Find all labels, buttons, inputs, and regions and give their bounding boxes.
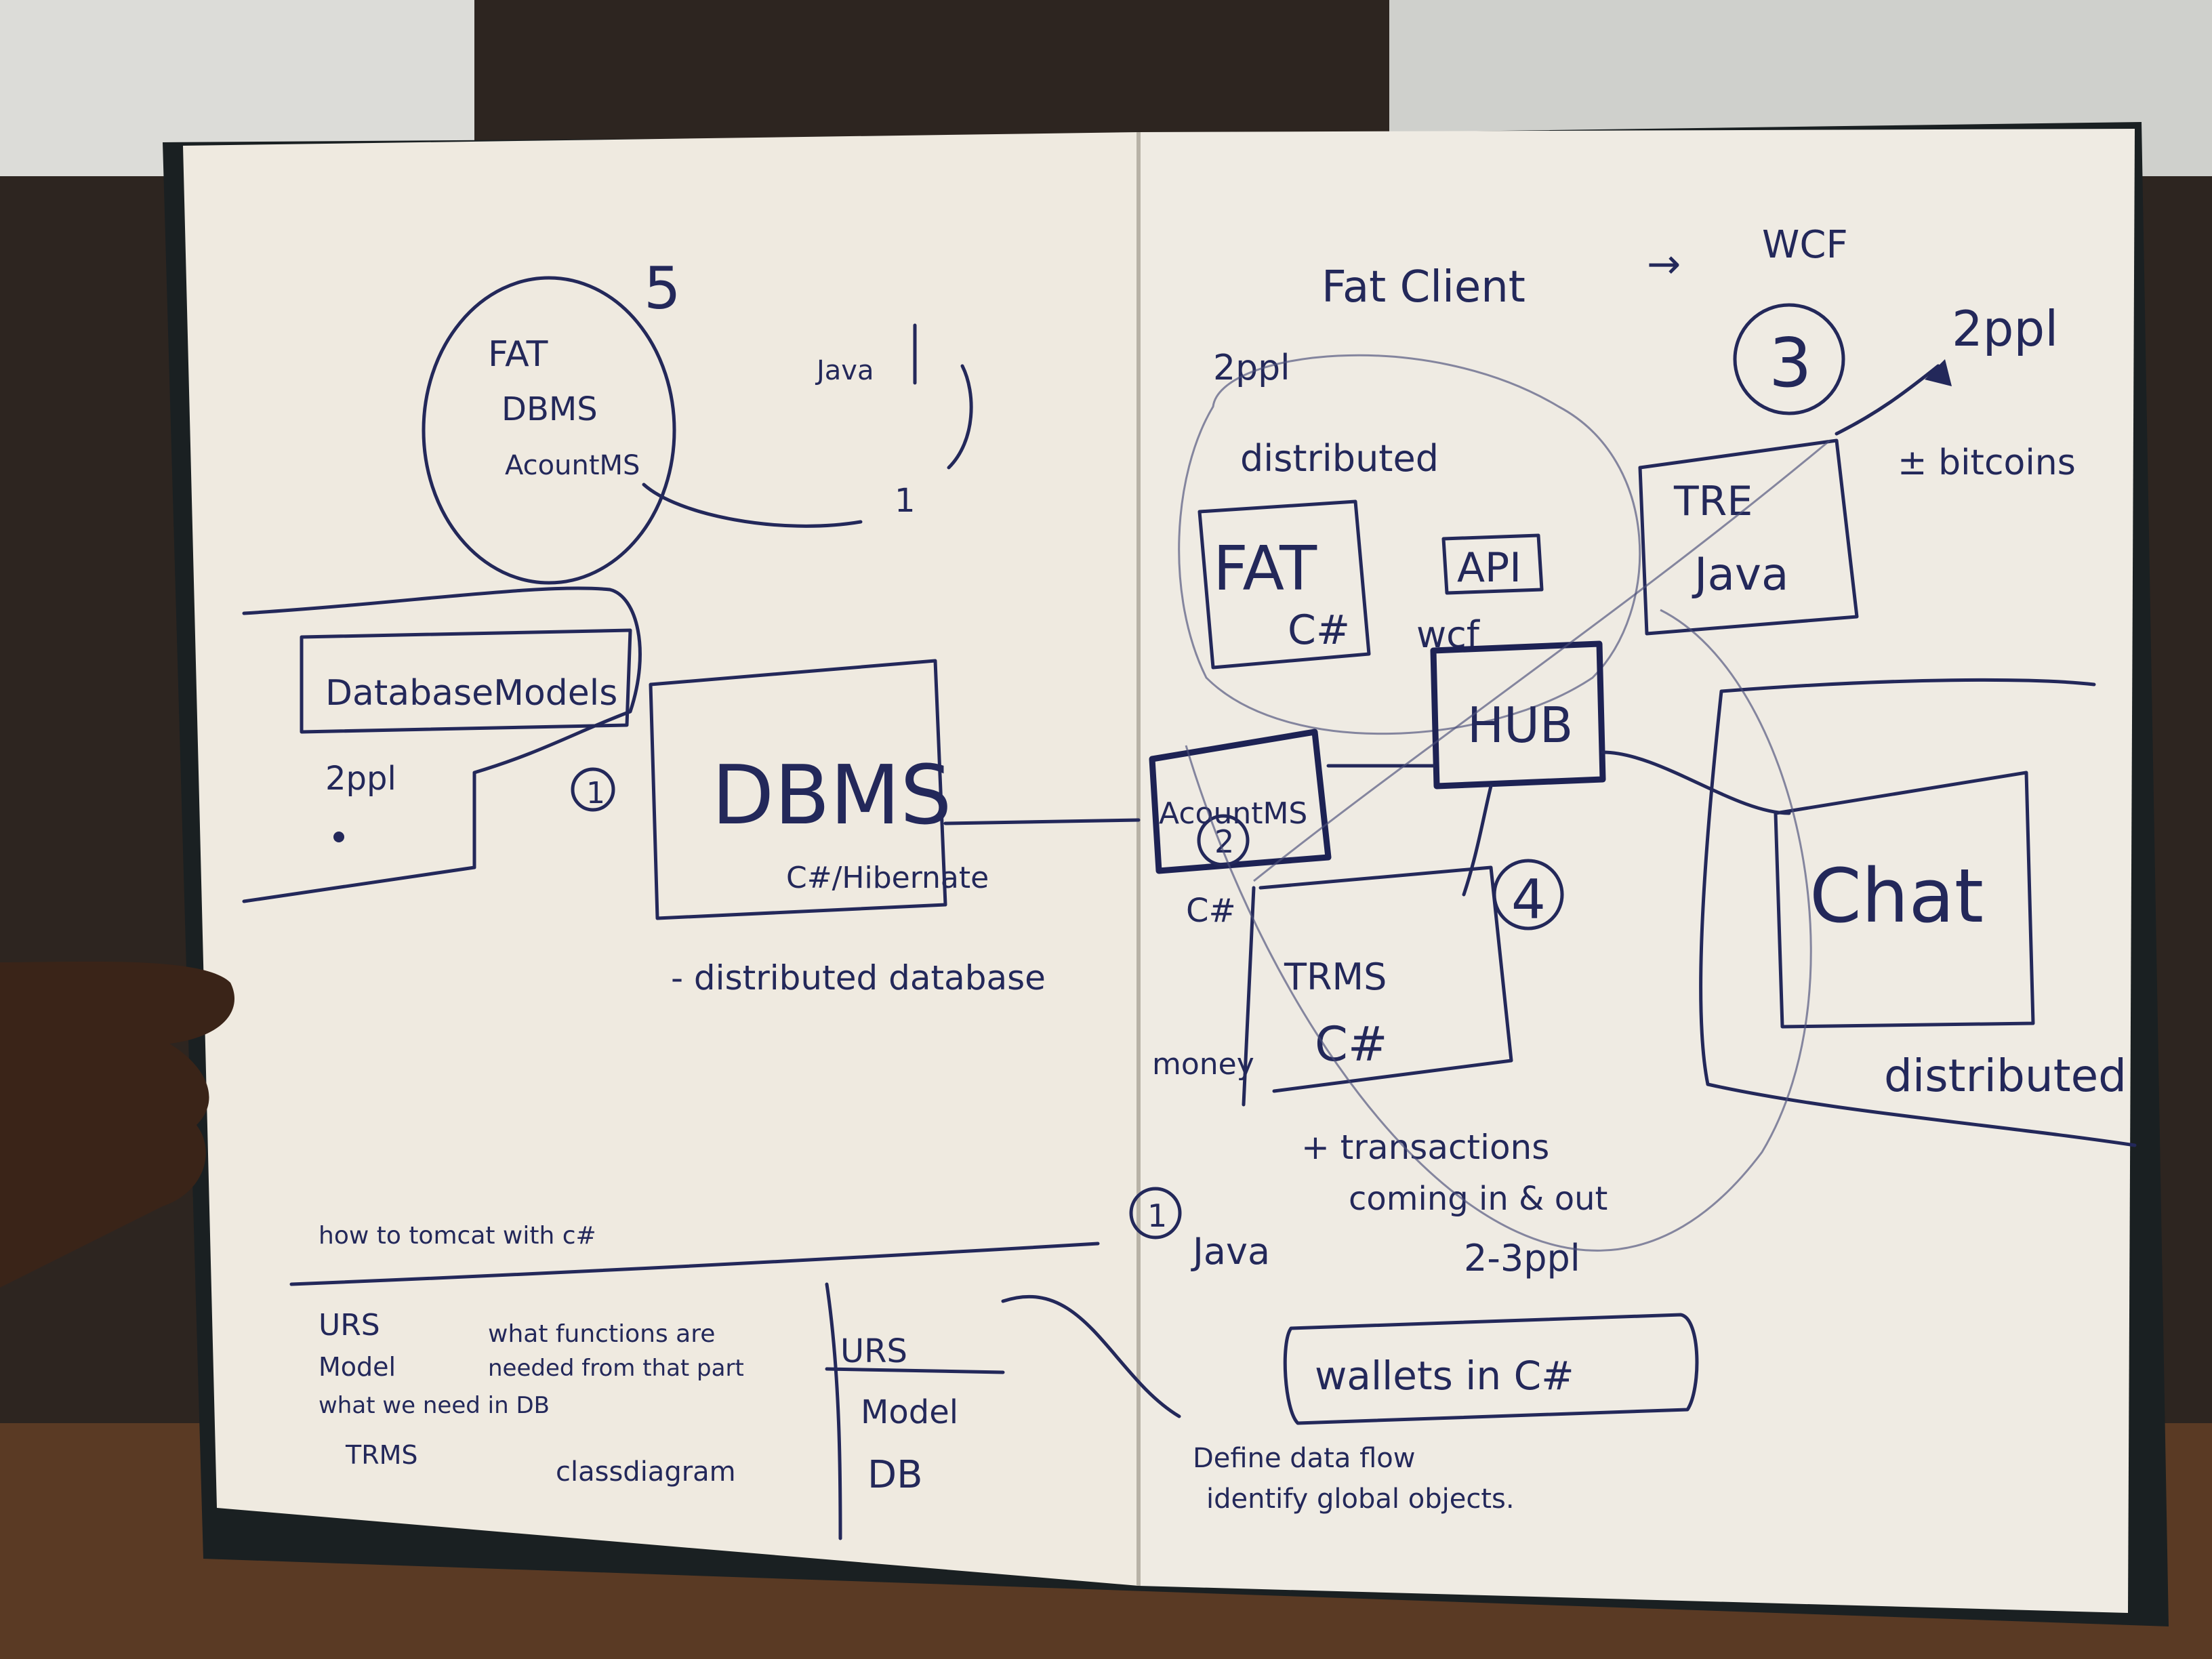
java-right: Java — [1191, 1230, 1270, 1273]
bullet-box — [300, 628, 632, 734]
fat-box-title: FAT — [1213, 533, 1317, 605]
accountms-label: AcountMS — [1159, 796, 1307, 831]
dbms-connector — [943, 818, 1141, 825]
bottom-divider — [289, 1242, 1100, 1286]
wallets-box — [1283, 1313, 1699, 1425]
trms-side — [1242, 886, 1256, 1107]
todo-comment-2: needed from that part — [488, 1355, 744, 1382]
one-label: 1 — [895, 482, 916, 520]
tre-lang: Java — [1692, 548, 1788, 600]
csharp-label: C# — [1186, 892, 1236, 930]
class-box-arrow — [1001, 1294, 1181, 1418]
circled-one-right-label: 1 — [1147, 1197, 1167, 1234]
trms-title: TRMS — [1284, 956, 1387, 998]
transactions-line-1: + transactions — [1301, 1128, 1549, 1167]
two-ppl-left: 2ppl — [1213, 348, 1290, 388]
three-label: 3 — [1769, 323, 1812, 403]
two-ppl-arrow — [1835, 364, 1940, 436]
fat-circle-line-2: DBMS — [501, 390, 598, 428]
hub-connectors — [1326, 750, 1791, 897]
two-ppl-right: 2ppl — [1952, 300, 2058, 357]
money-label: money — [1152, 1047, 1254, 1082]
distributed-cluster-outline — [1178, 354, 1641, 735]
bullet-database-models: DatabaseModels — [325, 673, 617, 714]
fat-box-lang: C# — [1288, 607, 1350, 654]
java-arrows — [642, 323, 973, 528]
distributed-right: distributed — [1884, 1050, 2127, 1102]
class-box-item-2: DB — [867, 1453, 923, 1497]
api-box — [1441, 533, 1544, 595]
define-data-flow: Define data flow — [1193, 1443, 1415, 1474]
dbms-box — [649, 659, 947, 920]
class-box-title: URS — [840, 1332, 907, 1370]
tre-title: TRE — [1673, 478, 1753, 525]
tre-box — [1638, 438, 1859, 636]
bullet-2ppl: 2ppl — [325, 760, 396, 798]
todo-urs: URS — [319, 1308, 380, 1343]
three-circle — [1733, 303, 1845, 415]
trms-box — [1258, 865, 1513, 1093]
bitcoins-label: ± bitcoins — [1898, 443, 2076, 483]
dbms-label: DBMS — [712, 749, 951, 843]
chat-box — [1774, 771, 2035, 1029]
hub-label: HUB — [1467, 697, 1573, 754]
two-three-ppl: 2-3ppl — [1464, 1237, 1580, 1279]
page-number-5: 5 — [644, 255, 681, 323]
hand — [0, 961, 234, 1288]
fat-circle-line-1: FAT — [488, 334, 548, 375]
class-diagram-label: classdiagram — [556, 1456, 736, 1488]
four-label: 4 — [1511, 868, 1546, 931]
dbms-sub-label: C#/Hibernate — [786, 861, 989, 895]
todo-trms: TRMS — [345, 1440, 418, 1470]
pencil-sketch — [1185, 439, 1830, 1252]
bullet-dot — [333, 832, 344, 842]
chat-label: Chat — [1809, 853, 1984, 939]
hub-box — [1430, 640, 1606, 790]
header-fat-client: Fat Client — [1322, 262, 1525, 312]
circled-one-left — [571, 767, 615, 812]
java-label: Java — [815, 355, 874, 386]
fat-box — [1197, 499, 1371, 670]
note-tomcat: how to tomcat with c# — [319, 1222, 596, 1250]
left-page — [183, 132, 1139, 1586]
left-section-divider — [242, 586, 642, 903]
distributed-database: - distributed database — [671, 958, 1046, 998]
header-wcf: WCF — [1762, 223, 1848, 267]
api-label: API — [1457, 544, 1521, 592]
fat-circle — [422, 276, 676, 585]
distributed-top: distributed — [1240, 437, 1439, 480]
chat-outline — [1699, 678, 2137, 1147]
right-page — [1139, 129, 2135, 1613]
transactions-line-2: coming in & out — [1349, 1180, 1607, 1218]
todo-db: what we need in DB — [319, 1392, 550, 1419]
accountms-box — [1149, 729, 1332, 874]
todo-model: Model — [319, 1352, 396, 1382]
todo-comment-1: what functions are — [488, 1320, 715, 1348]
accountms-circle — [1197, 814, 1250, 867]
fat-circle-line-3: AcountMS — [505, 450, 640, 481]
identify-global-objects: identify global objects. — [1206, 1483, 1515, 1515]
class-box — [825, 1282, 1005, 1540]
circled-one-right — [1129, 1187, 1182, 1240]
arrowhead — [1925, 359, 1952, 386]
circled-one-left-label: 1 — [586, 776, 605, 811]
wallets-label: wallets in C# — [1315, 1353, 1574, 1399]
trms-lang: C# — [1315, 1017, 1388, 1072]
class-box-item-1: Model — [861, 1393, 958, 1431]
header-arrow: → — [1647, 241, 1681, 288]
